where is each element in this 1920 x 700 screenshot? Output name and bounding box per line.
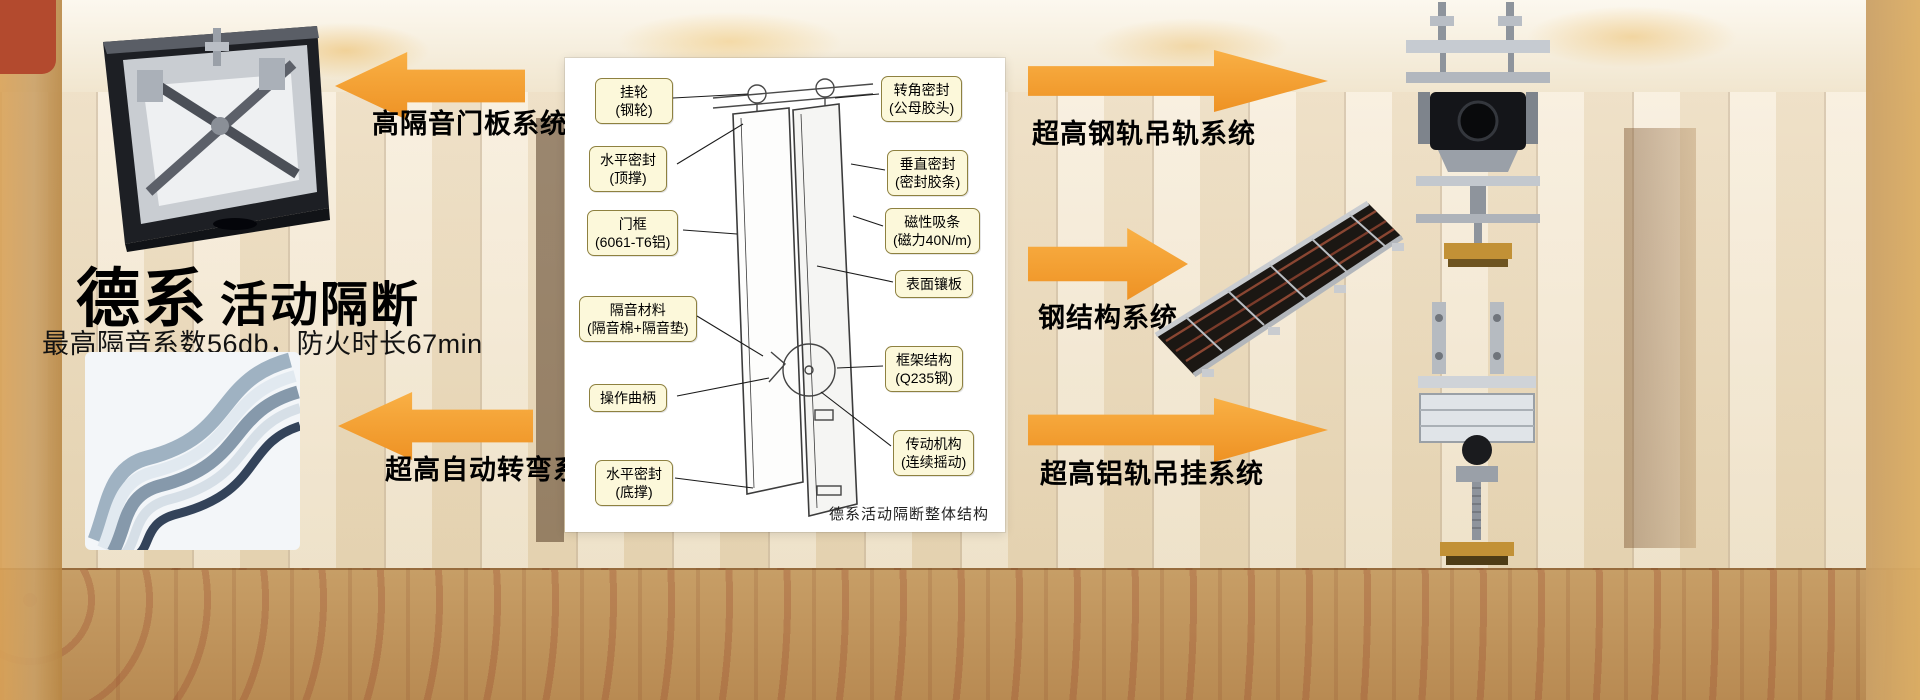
- background-doorway-right: [1624, 128, 1696, 548]
- callout-door-frame: 门框 (6061-T6铝): [587, 210, 679, 257]
- callout-text: 框架结构: [896, 352, 952, 368]
- callout-corner-seal: 转角密封 (公母胶头): [881, 76, 963, 123]
- callout-text: (磁力40N/m): [893, 232, 972, 249]
- system-label-door-panel: 高隔音门板系统: [372, 109, 568, 139]
- callout-text: 垂直密封: [899, 156, 956, 172]
- callout-soundproof-material: 隔音材料 (隔音棉+隔音垫): [579, 296, 697, 343]
- callout-surface-panel: 表面镶板: [895, 270, 973, 299]
- photo-steel-structure-rail: [1154, 200, 1404, 378]
- photo-bend-track-profiles: [85, 352, 300, 550]
- ballroom-carpet-background: [0, 568, 1920, 700]
- callout-magnetic-strip: 磁性吸条 (磁力40N/m): [885, 208, 980, 255]
- diagram-caption: 德系活动隔断整体结构: [828, 506, 989, 523]
- callout-text: 传动机构: [905, 436, 962, 452]
- callout-frame-structure: 框架结构 (Q235钢): [885, 346, 963, 393]
- callout-text: 门框: [618, 216, 647, 232]
- system-label-steel-structure: 钢结构系统: [1038, 303, 1178, 333]
- product-name: 活动隔断: [220, 279, 421, 332]
- callout-text: 挂轮: [620, 84, 648, 100]
- callout-text: 磁性吸条: [904, 214, 961, 230]
- partition-sketch: [672, 78, 894, 518]
- callout-text: (Q235钢): [895, 370, 953, 387]
- callout-text: (顶撑): [609, 170, 647, 187]
- callout-text: 水平密封: [600, 152, 656, 168]
- callout-text: (底撑): [615, 484, 653, 501]
- photo-door-panel-mechanism: [103, 26, 330, 252]
- callout-horizontal-seal-bottom: 水平密封 (底撑): [595, 460, 673, 507]
- system-label-alu-track: 超高铝轨吊挂系统: [1040, 459, 1264, 489]
- callout-text: (钢轮): [615, 102, 653, 119]
- product-title: 德系活动隔断: [76, 248, 420, 340]
- callout-text: 隔音材料: [609, 302, 666, 318]
- callout-text: 表面镶板: [906, 276, 962, 292]
- structure-diagram: 挂轮 (钢轮) 水平密封 (顶撑) 门框 (6061-T6铝) 隔音材料 (隔音…: [565, 58, 1005, 532]
- callout-text: 操作曲柄: [600, 390, 656, 406]
- right-pillar-decor: [1866, 0, 1920, 700]
- background-doorway: [536, 118, 564, 542]
- callout-drive-mechanism: 传动机构 (连续摇动): [893, 430, 975, 477]
- callout-text: (密封胶条): [895, 174, 961, 191]
- photo-aluminum-track-hanger: [1418, 302, 1536, 565]
- callout-text: 水平密封: [606, 466, 662, 482]
- callout-text: 转角密封: [893, 82, 950, 98]
- callout-text: (连续摇动): [901, 454, 967, 471]
- callout-text: (6061-T6铝): [595, 234, 671, 251]
- callout-operating-crank: 操作曲柄: [589, 384, 667, 413]
- system-label-steel-track: 超高钢轨吊轨系统: [1032, 119, 1256, 149]
- callout-text: (隔音棉+隔音垫): [587, 320, 689, 337]
- left-pillar-decor: [0, 0, 62, 700]
- red-wall-decor: [0, 0, 56, 74]
- callout-vertical-seal: 垂直密封 (密封胶条): [887, 150, 969, 197]
- photo-steel-track-hanger: [1406, 2, 1550, 267]
- brand-name: 德系: [76, 263, 208, 335]
- callout-horizontal-seal-top: 水平密封 (顶撑): [589, 146, 667, 193]
- callout-text: (公母胶头): [889, 100, 955, 117]
- callout-hanging-wheel: 挂轮 (钢轮): [595, 78, 673, 125]
